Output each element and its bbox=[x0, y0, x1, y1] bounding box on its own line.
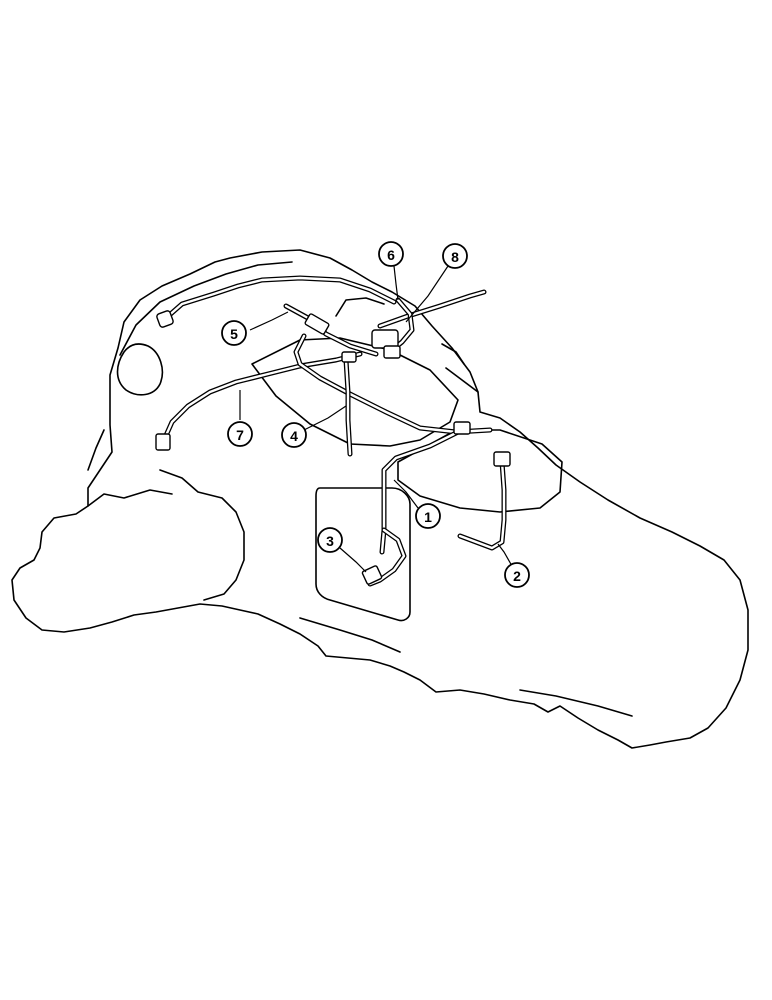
leader-8 bbox=[405, 265, 449, 323]
leader-lines bbox=[239, 265, 513, 573]
tee-fitting bbox=[341, 351, 357, 363]
union-fitting-5 bbox=[304, 313, 330, 335]
callout-7-label: 7 bbox=[236, 427, 244, 443]
callout-6: 6 bbox=[378, 241, 404, 267]
elbow-fitting-upper-left bbox=[156, 310, 174, 328]
leader-5 bbox=[249, 311, 289, 331]
callout-5-label: 5 bbox=[230, 326, 238, 342]
callout-3-label: 3 bbox=[326, 533, 334, 549]
leader-1 bbox=[393, 479, 419, 509]
tray-right-section bbox=[397, 429, 563, 513]
cover-plate bbox=[315, 487, 411, 622]
callout-6-label: 6 bbox=[387, 247, 395, 263]
tee-fitting-right bbox=[453, 421, 471, 435]
leader-3 bbox=[339, 547, 367, 573]
callout-5: 5 bbox=[221, 320, 247, 346]
fitting-right bbox=[493, 451, 511, 467]
callout-7: 7 bbox=[227, 421, 253, 447]
callout-1-label: 1 bbox=[424, 509, 432, 525]
leader-6 bbox=[393, 265, 399, 301]
mounting-tray bbox=[251, 337, 459, 447]
callout-2-label: 2 bbox=[513, 568, 521, 584]
callout-1: 1 bbox=[415, 503, 441, 529]
transmission-housing-outline bbox=[11, 249, 749, 749]
callout-3: 3 bbox=[317, 527, 343, 553]
elbow-fitting-3 bbox=[361, 565, 383, 585]
leader-4 bbox=[303, 405, 347, 431]
valve-port bbox=[383, 345, 401, 359]
callout-8-label: 8 bbox=[451, 249, 459, 265]
callout-4-label: 4 bbox=[290, 428, 298, 444]
leader-2 bbox=[497, 543, 513, 567]
callout-2: 2 bbox=[504, 562, 530, 588]
fittings bbox=[155, 310, 511, 585]
callout-8: 8 bbox=[442, 243, 468, 269]
callout-4: 4 bbox=[281, 422, 307, 448]
fitting-left bbox=[155, 433, 171, 451]
